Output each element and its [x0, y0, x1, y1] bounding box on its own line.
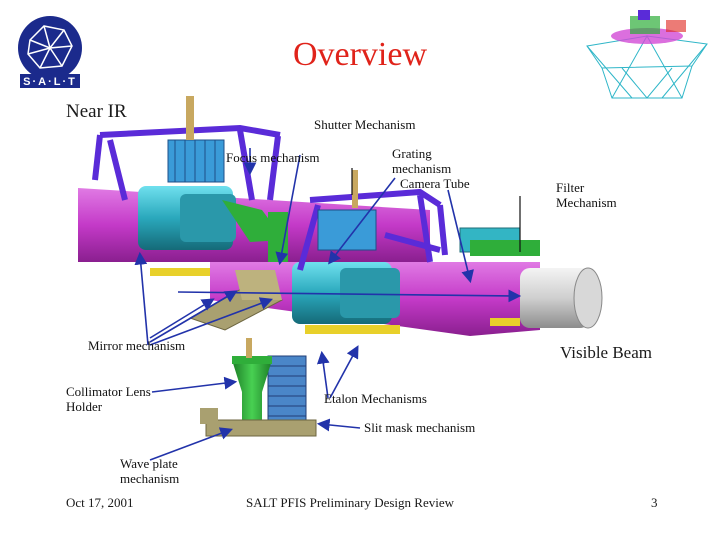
telescope-thumbnail [586, 10, 708, 99]
near-ir-grating [167, 139, 225, 183]
visible-grating [317, 209, 377, 251]
near-ir-label: Near IR [66, 101, 127, 122]
footer-title: SALT PFIS Preliminary Design Review [246, 495, 455, 510]
etalon-mechanisms-label: Etalon Mechanisms [324, 391, 427, 406]
wave-plate-label: Wave plate mechanism [120, 456, 180, 486]
slit-mask-label: Slit mask mechanism [364, 420, 476, 435]
collimator-lens-label: Collimator Lens Holder [66, 384, 151, 414]
mirror-mechanism-label: Mirror mechanism [88, 338, 186, 353]
page-number: 3 [651, 495, 658, 510]
pointer-lines [351, 168, 521, 252]
slide-title: Overview [292, 36, 428, 73]
grating-label: Grating mechanism Camera Tube [392, 146, 470, 191]
shutter-mechanism-label: Shutter Mechanism [314, 117, 416, 132]
focus-mechanism-label: Focus mechanism [226, 150, 320, 165]
collimator-lens-holder [232, 360, 272, 420]
visible-frame [297, 188, 448, 271]
salt-logo: S·A·L·T [14, 12, 86, 92]
slit-mask-base [205, 419, 317, 437]
near-ir-frame [92, 124, 281, 201]
filter-cylinder [520, 268, 590, 328]
visible-beam-label: Visible Beam [560, 343, 652, 362]
footer-date: Oct 17, 2001 [66, 495, 134, 510]
callout-arrows [134, 148, 522, 461]
filter-mechanism-label: Filter Mechanism [556, 180, 617, 210]
svg-text:S·A·L·T: S·A·L·T [23, 76, 77, 88]
